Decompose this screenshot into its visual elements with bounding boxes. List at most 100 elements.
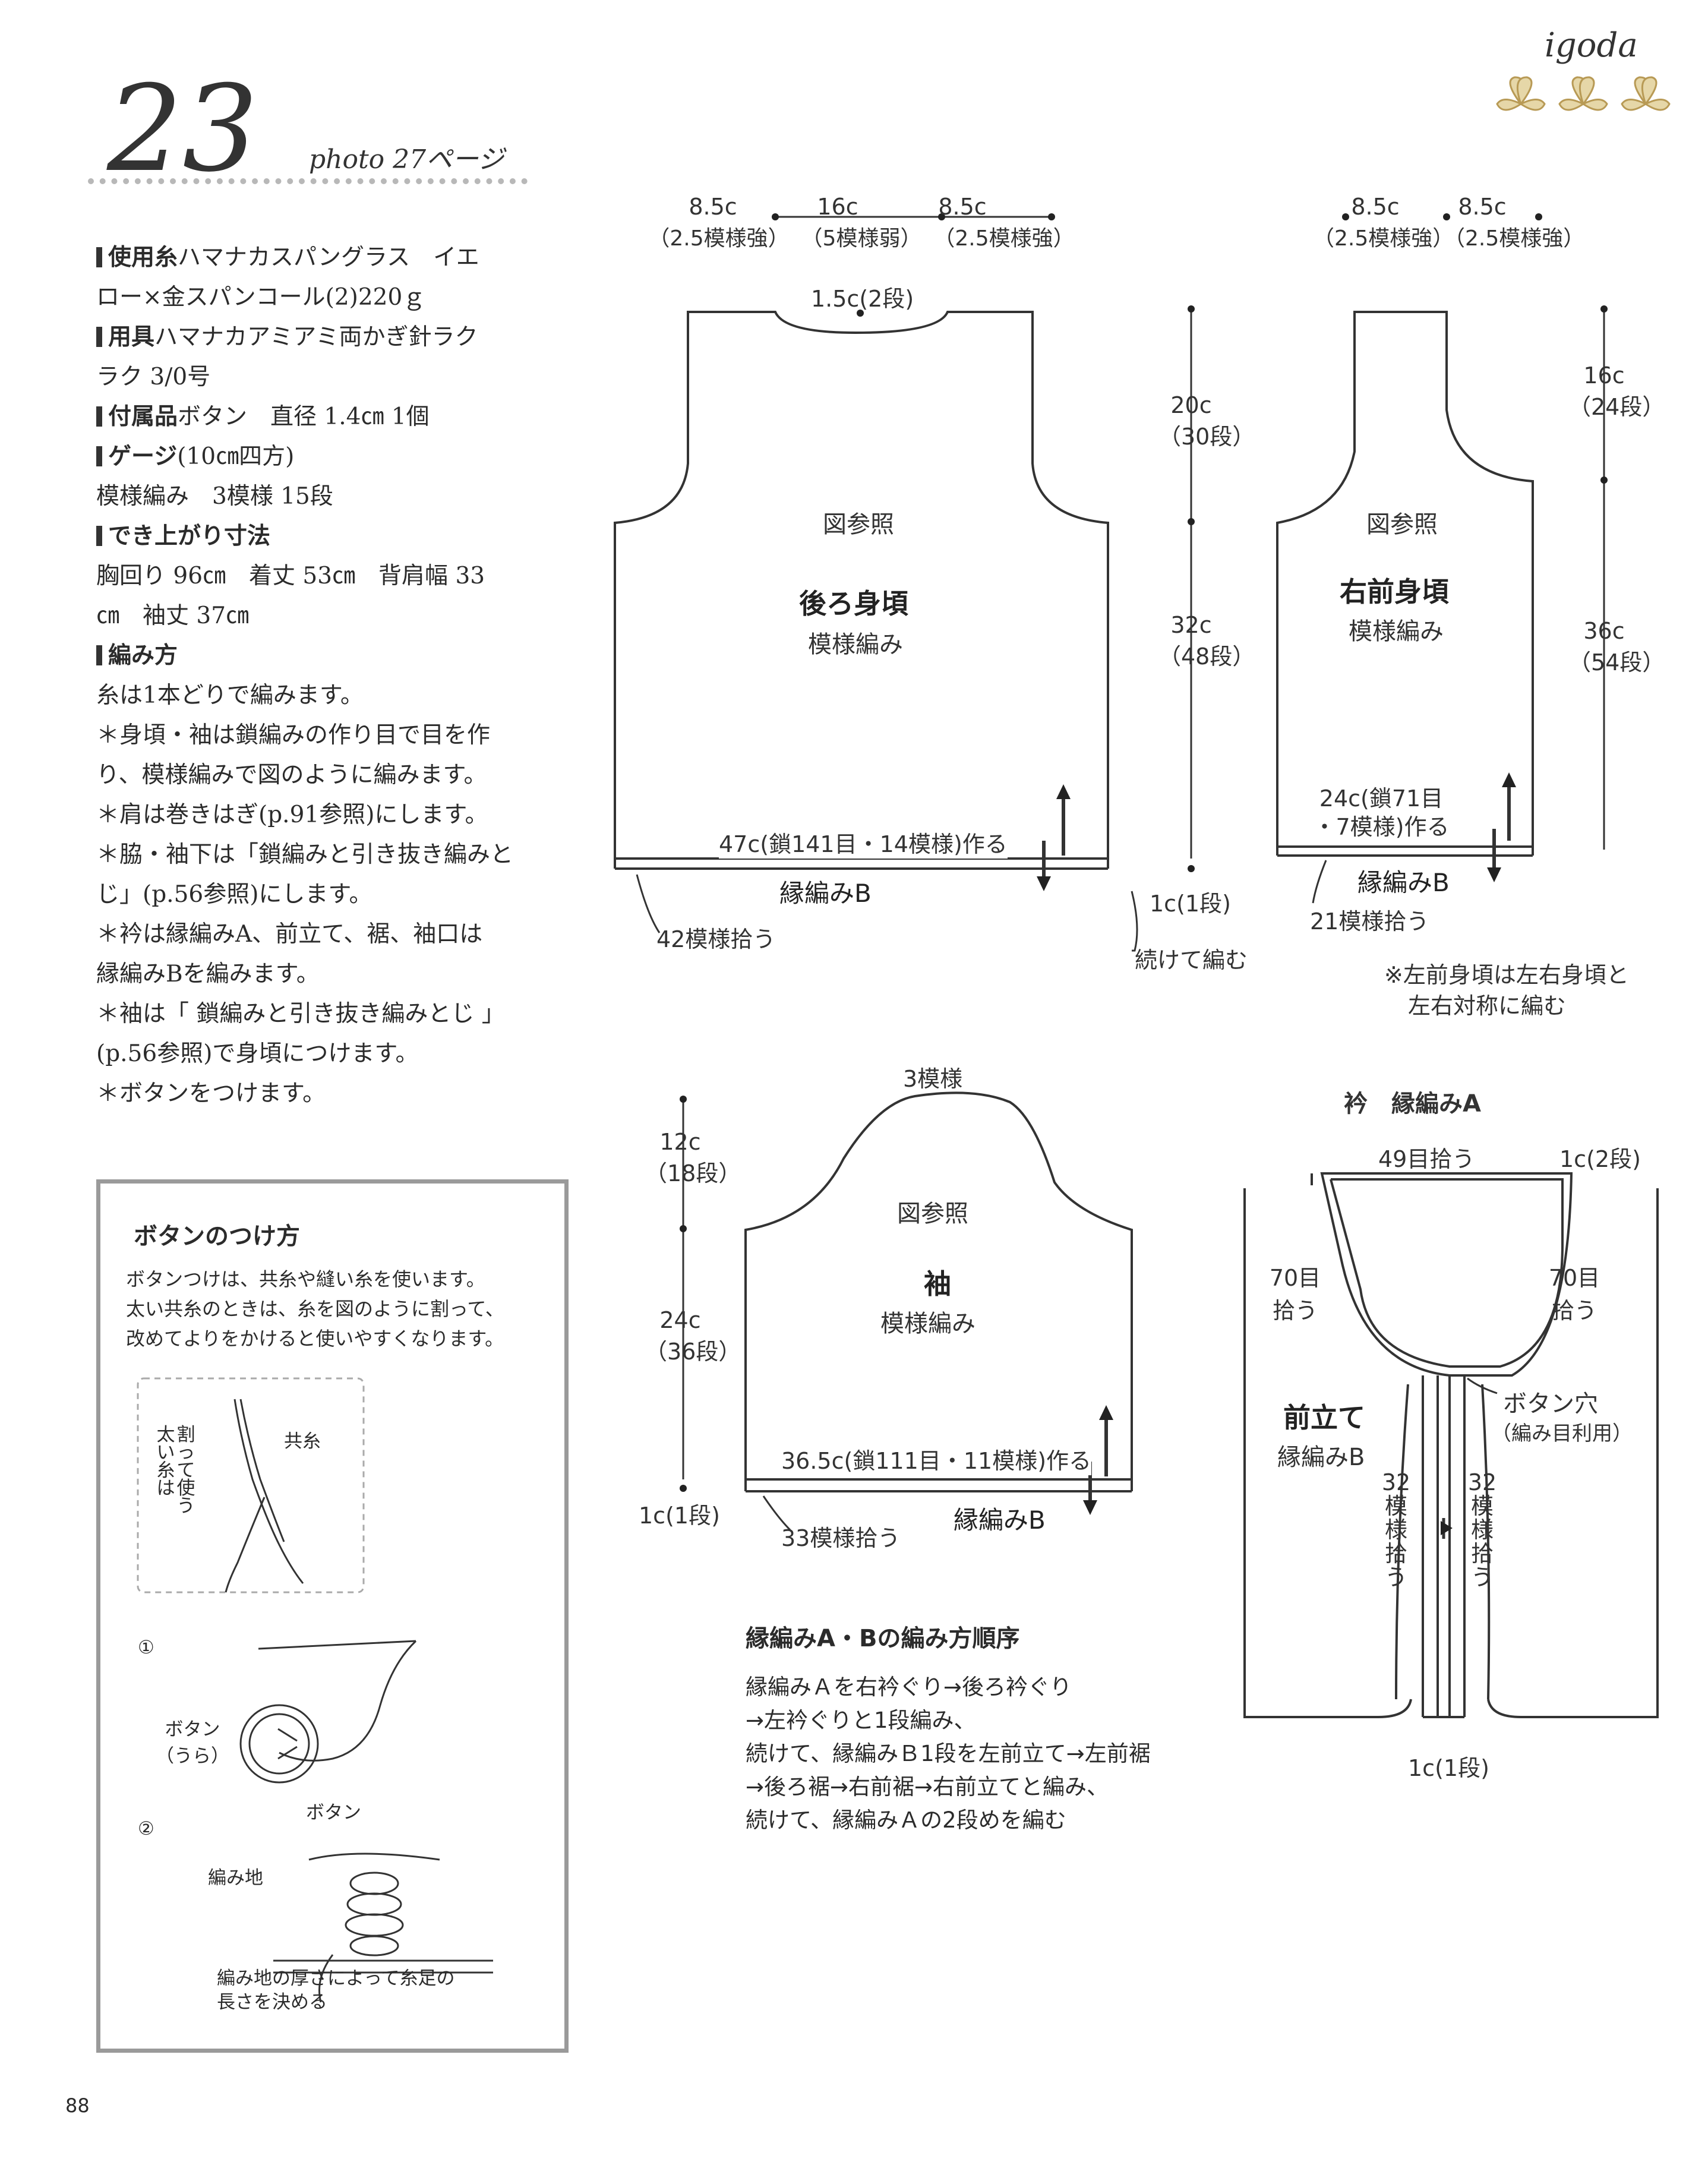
left-front-note: ※左前身頃は左右身頃と左右対称に編む xyxy=(1384,962,1629,1019)
finished-size-1: 胸回り 96㎝ 着丈 53㎝ 背肩幅 33 xyxy=(96,563,485,589)
up-arrowhead-icon xyxy=(1056,784,1071,799)
front-see-figure: 図参照 xyxy=(1366,511,1438,538)
back-cast-on: 47c(鎖141目・14模様)作る xyxy=(719,826,1008,859)
sleeve-height-3: 1c(1段) xyxy=(639,1503,720,1529)
front-edging: 縁編みB xyxy=(1357,868,1450,897)
front-height-1: 16c（24段） xyxy=(1568,362,1665,420)
front-band-edging: 縁編みB xyxy=(1277,1444,1365,1471)
back-knit-direction-arrow xyxy=(1042,790,1065,885)
materials-yarn: 使用糸ハマナカスパングラス イエ xyxy=(96,238,542,277)
front-height-2: 36c（54段） xyxy=(1568,618,1665,676)
band-bottom: 1c(1段) xyxy=(1408,1755,1489,1781)
back-height-2: 32c（48段） xyxy=(1158,612,1255,670)
collar-top-pickup: 49目拾う xyxy=(1378,1146,1475,1172)
method-line: ＊ボタンをつけます。 xyxy=(96,1080,326,1107)
back-see-figure: 図参照 xyxy=(823,511,894,538)
back-pickup-leader xyxy=(636,874,661,933)
method-line: ＊袖は「 鎖編みと引き抜き編みとじ 」 xyxy=(96,1001,505,1027)
down-arrowhead-icon xyxy=(1487,867,1501,882)
title-divider xyxy=(88,178,528,184)
materials-tools-cont: ラク 3/0号 xyxy=(96,364,211,390)
finished-size-heading: でき上がり寸法 xyxy=(96,516,542,556)
gauge-value: 模様編み 3模様 15段 xyxy=(96,483,333,510)
yarn-note: 太い糸は xyxy=(156,1424,175,1499)
back-pickup: 42模様拾う xyxy=(656,926,776,952)
sleeve-knit-direction-arrow xyxy=(1088,1411,1108,1509)
front-cast-on: 24c(鎖71目・7模様)作る xyxy=(1307,784,1456,841)
pattern-number: 23 xyxy=(107,60,258,198)
method-line: り、模様編みで図のように編みます。 xyxy=(96,762,487,788)
edging-order-title: 縁編みA・Bの編み方順序 xyxy=(746,1625,1020,1652)
instructions-column: 使用糸ハマナカスパングラス イエ ロー×金スパンコール(2)220ｇ 用具ハマナ… xyxy=(96,238,542,1113)
front-pickup: 21模様拾う xyxy=(1310,908,1429,935)
front-title: 右前身頃 xyxy=(1340,576,1449,608)
collar-left-pickup: 70目拾う xyxy=(1269,1265,1321,1324)
method-line: ＊脇・袖下は「鎖編みと引き抜き編みと xyxy=(96,841,514,868)
right-arrowhead-icon xyxy=(1441,1521,1453,1535)
sleeve-title: 袖 xyxy=(924,1268,951,1300)
front-pattern: 模様編み xyxy=(1349,618,1444,645)
sleeve-cast-on: 36.5c(鎖111目・11模様)作る xyxy=(781,1443,1092,1475)
sleeve-see-figure: 図参照 xyxy=(897,1200,968,1227)
back-piece-outline xyxy=(614,311,1109,870)
button-back-label: ボタン（うら） xyxy=(156,1719,229,1767)
back-pattern: 模様編み xyxy=(808,631,903,658)
button-sewing-illustration xyxy=(239,1640,417,1784)
back-height-3: 1c(1段) xyxy=(1150,891,1231,917)
collar-corner: 1c(2段) xyxy=(1559,1146,1641,1172)
back-neck-depth: 1.5c(2段) xyxy=(811,286,914,312)
collar-outline xyxy=(1243,1172,1659,1718)
yarn-note-2: 割って使う xyxy=(176,1424,195,1517)
photo-reference: photo 27ページ xyxy=(309,144,504,175)
front-top-dims-sub: （2.5模様強）（2.5模様強） xyxy=(1313,226,1585,251)
page-number: 88 xyxy=(65,2094,90,2117)
button-shank-illustration xyxy=(273,1853,493,2003)
front-piece-outline xyxy=(1276,311,1534,857)
buttonhole-label: ボタン穴 xyxy=(1503,1390,1598,1418)
materials-notions: 付属品ボタン 直径 1.4㎝ 1個 xyxy=(96,397,542,437)
continue-leader xyxy=(1131,891,1138,952)
button-box-title: ボタンのつけ方 xyxy=(134,1223,300,1250)
method-line: ＊身頃・袖は鎖編みの作り目で目を作 xyxy=(96,722,491,749)
button-box-text: ボタンつけは、共糸や縫い糸を使います。 太い共糸のときは、糸を図のように割って、… xyxy=(126,1268,504,1350)
method-heading: 編み方 xyxy=(96,636,542,676)
method-line: (p.56参照)で身頃につけます。 xyxy=(96,1040,419,1067)
buttonhole-icon xyxy=(1467,1377,1498,1394)
sleeve-pickup: 33模様拾う xyxy=(781,1525,901,1551)
collar-title: 衿 縁編みA xyxy=(1344,1090,1481,1118)
button-label: ボタン xyxy=(306,1802,361,1823)
sleeve-height-2: 24c（36段） xyxy=(645,1307,741,1365)
method-line: 糸は1本どりで編みます。 xyxy=(96,682,364,709)
edging-order: 縁編みA・Bの編み方順序 縁編みＡを右衿ぐり→後ろ衿ぐり →左衿ぐりと1段編み、… xyxy=(746,1622,1256,1837)
materials-yarn-cont: ロー×金スパンコール(2)220ｇ xyxy=(96,284,426,311)
back-title: 後ろ身頃 xyxy=(799,588,908,620)
yarn-split-illustration xyxy=(137,1377,365,1593)
shank-note: 編み地の厚さによって糸足の長さを決める xyxy=(217,1968,455,2013)
front-band-title: 前立て xyxy=(1283,1402,1365,1434)
back-edging: 縁編みB xyxy=(779,879,872,908)
butterfly-ornament-icon xyxy=(1496,76,1671,111)
method-line: ＊衿は縁編みA、前立て、裾、袖口は xyxy=(96,921,483,948)
method-line: ＊肩は巻きはぎ(p.91参照)にします。 xyxy=(96,801,488,828)
continue-label: 続けて編む xyxy=(1135,947,1248,973)
up-arrowhead-icon xyxy=(1502,772,1516,787)
buttonhole-sub: （編み目利用） xyxy=(1491,1422,1633,1446)
fabric-label: 編み地 xyxy=(208,1867,263,1889)
sleeve-edging: 縁編みB xyxy=(954,1506,1046,1535)
method-line: じ」(p.56参照)にします。 xyxy=(96,881,372,908)
front-knit-direction-arrow xyxy=(1492,778,1511,876)
back-height-1: 20c（30段） xyxy=(1158,392,1255,450)
materials-tools: 用具ハマナカアミアミ両かぎ針ラク xyxy=(96,317,542,357)
back-top-dims-sub: （2.5模様強）（5模様弱）（2.5模様強） xyxy=(648,226,1075,251)
up-arrowhead-icon xyxy=(1099,1405,1113,1420)
step-1-marker: ① xyxy=(138,1637,154,1658)
down-arrowhead-icon xyxy=(1037,876,1051,891)
down-arrowhead-icon xyxy=(1083,1500,1097,1515)
sleeve-pattern: 模様編み xyxy=(880,1310,975,1337)
sleeve-pickup-leader xyxy=(762,1495,791,1531)
sleeve-outline xyxy=(744,1091,1133,1492)
front-pickup-leader xyxy=(1312,860,1327,904)
